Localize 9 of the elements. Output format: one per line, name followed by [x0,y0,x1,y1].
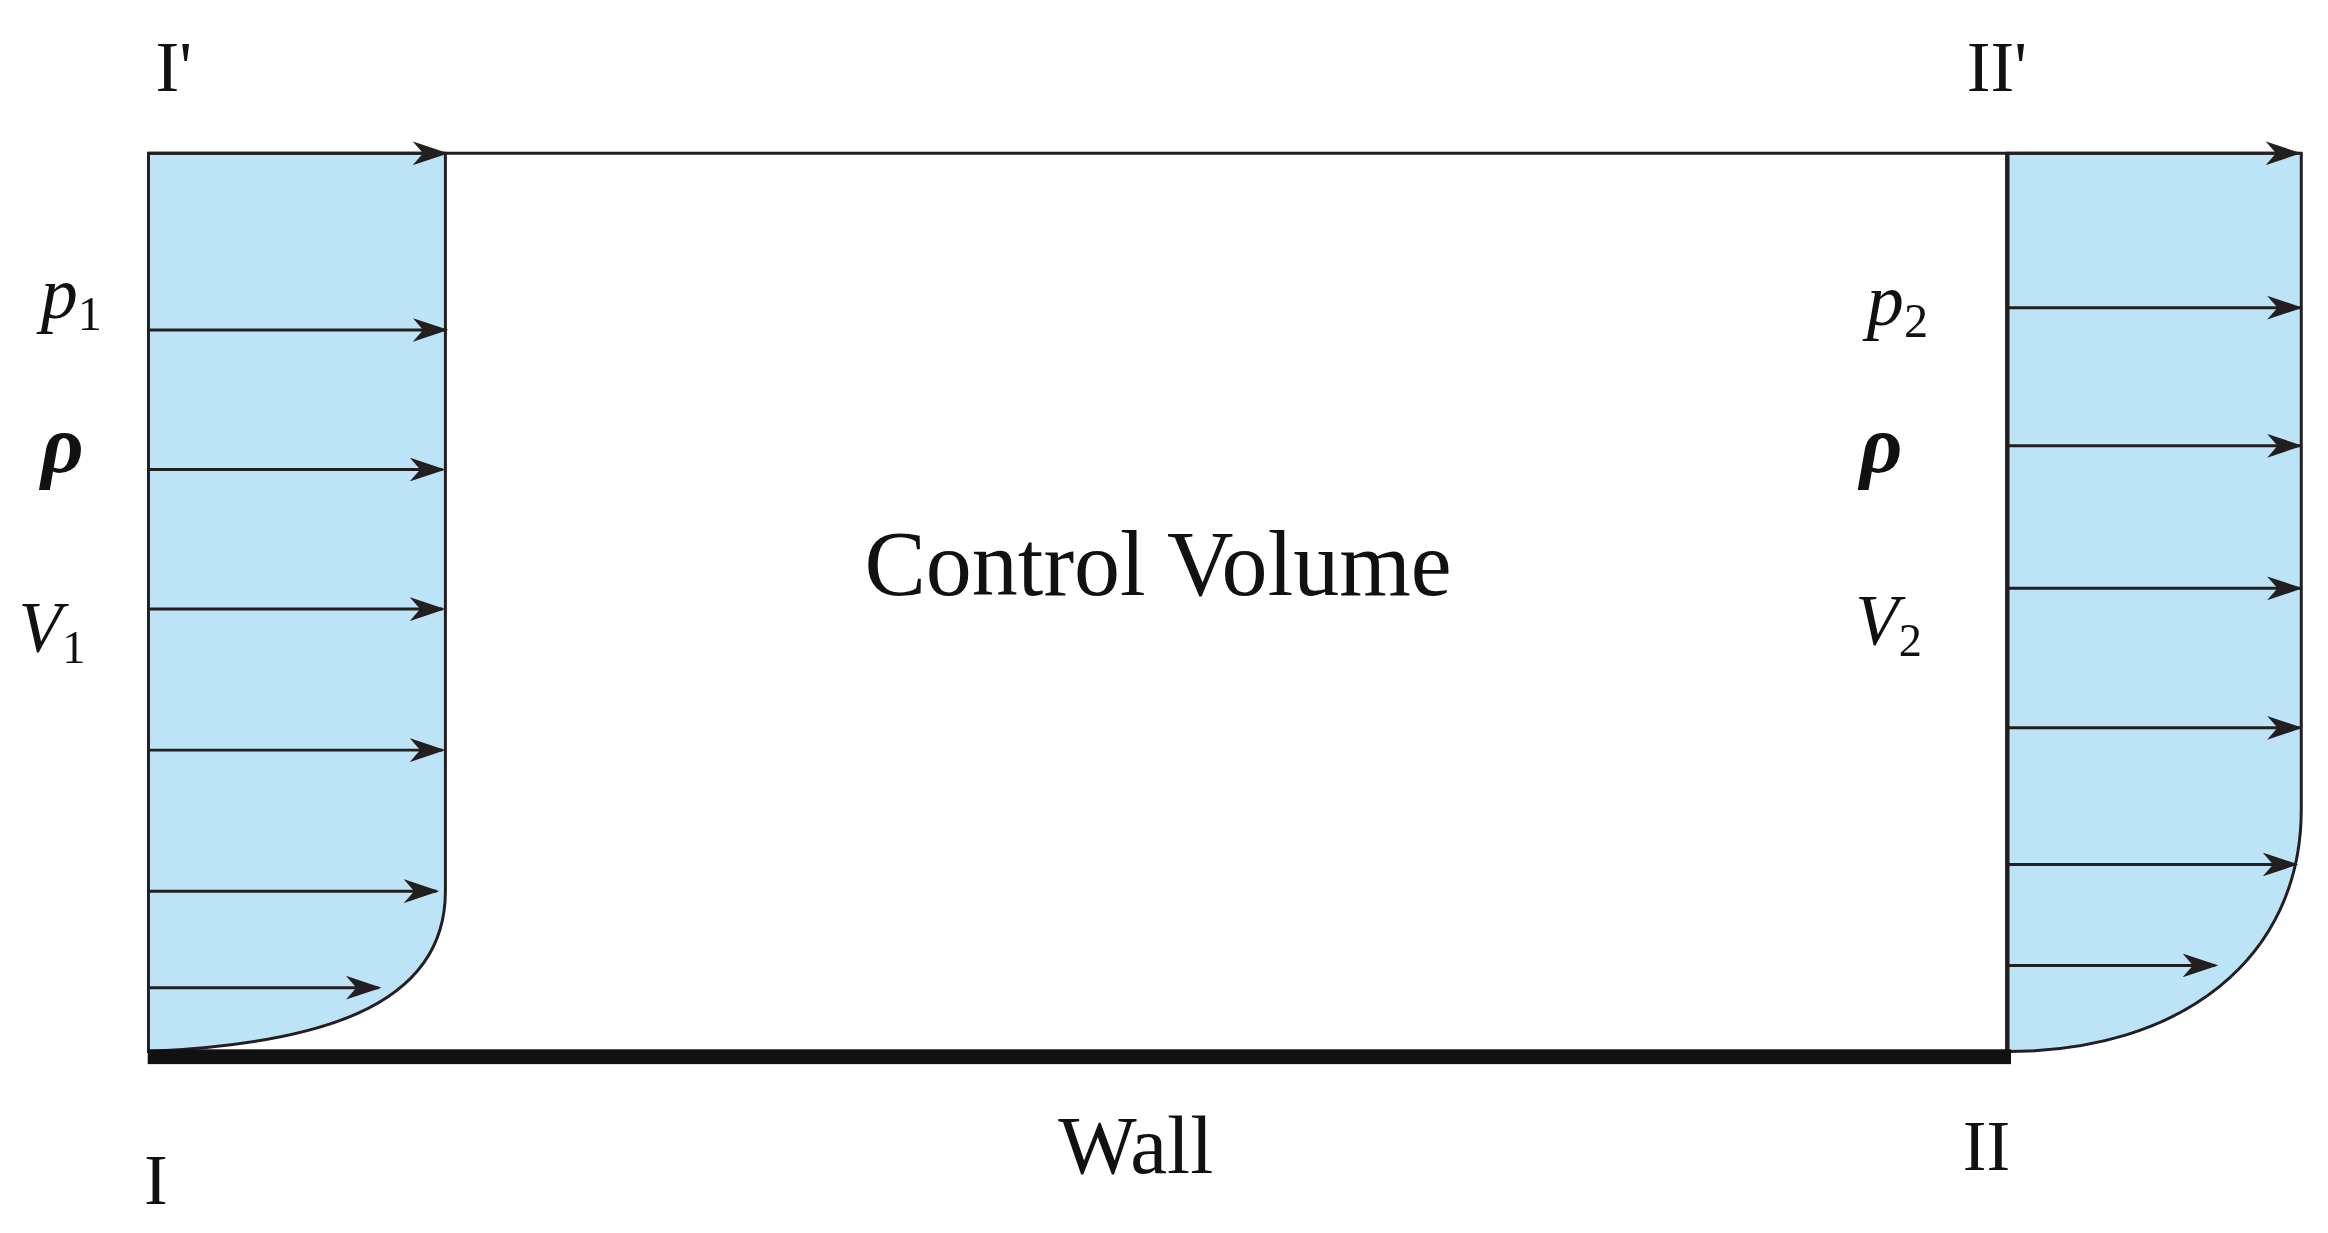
wall [147,1049,2011,1065]
wall-label: Wall [1058,1104,1214,1188]
section-label: II [1962,1110,2011,1182]
symbol-label: V$_{2}$ [1855,583,1922,664]
section-label: I [144,1144,168,1216]
symbol-label: V$_{1}$ [18,591,86,671]
region-label: Control Volume [864,518,1452,611]
section-label: II' [1966,31,2028,103]
section-label: I' [155,31,192,103]
